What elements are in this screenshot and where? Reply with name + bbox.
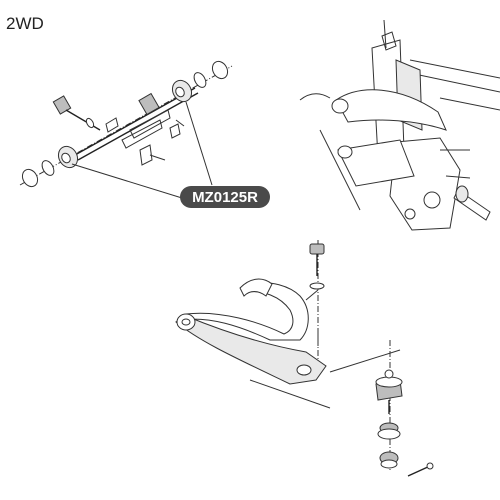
part-number-badge: MZ0125R — [180, 186, 270, 208]
installed-suspension-view — [299, 19, 500, 231]
diagram-title: 2WD — [6, 14, 44, 33]
part-number-label: MZ0125R — [192, 189, 258, 206]
leader-line-left — [71, 163, 183, 199]
control-arm-exploded-view — [175, 240, 434, 477]
exploded-shaft-assembly — [19, 60, 233, 188]
leader-line-right — [185, 101, 213, 186]
